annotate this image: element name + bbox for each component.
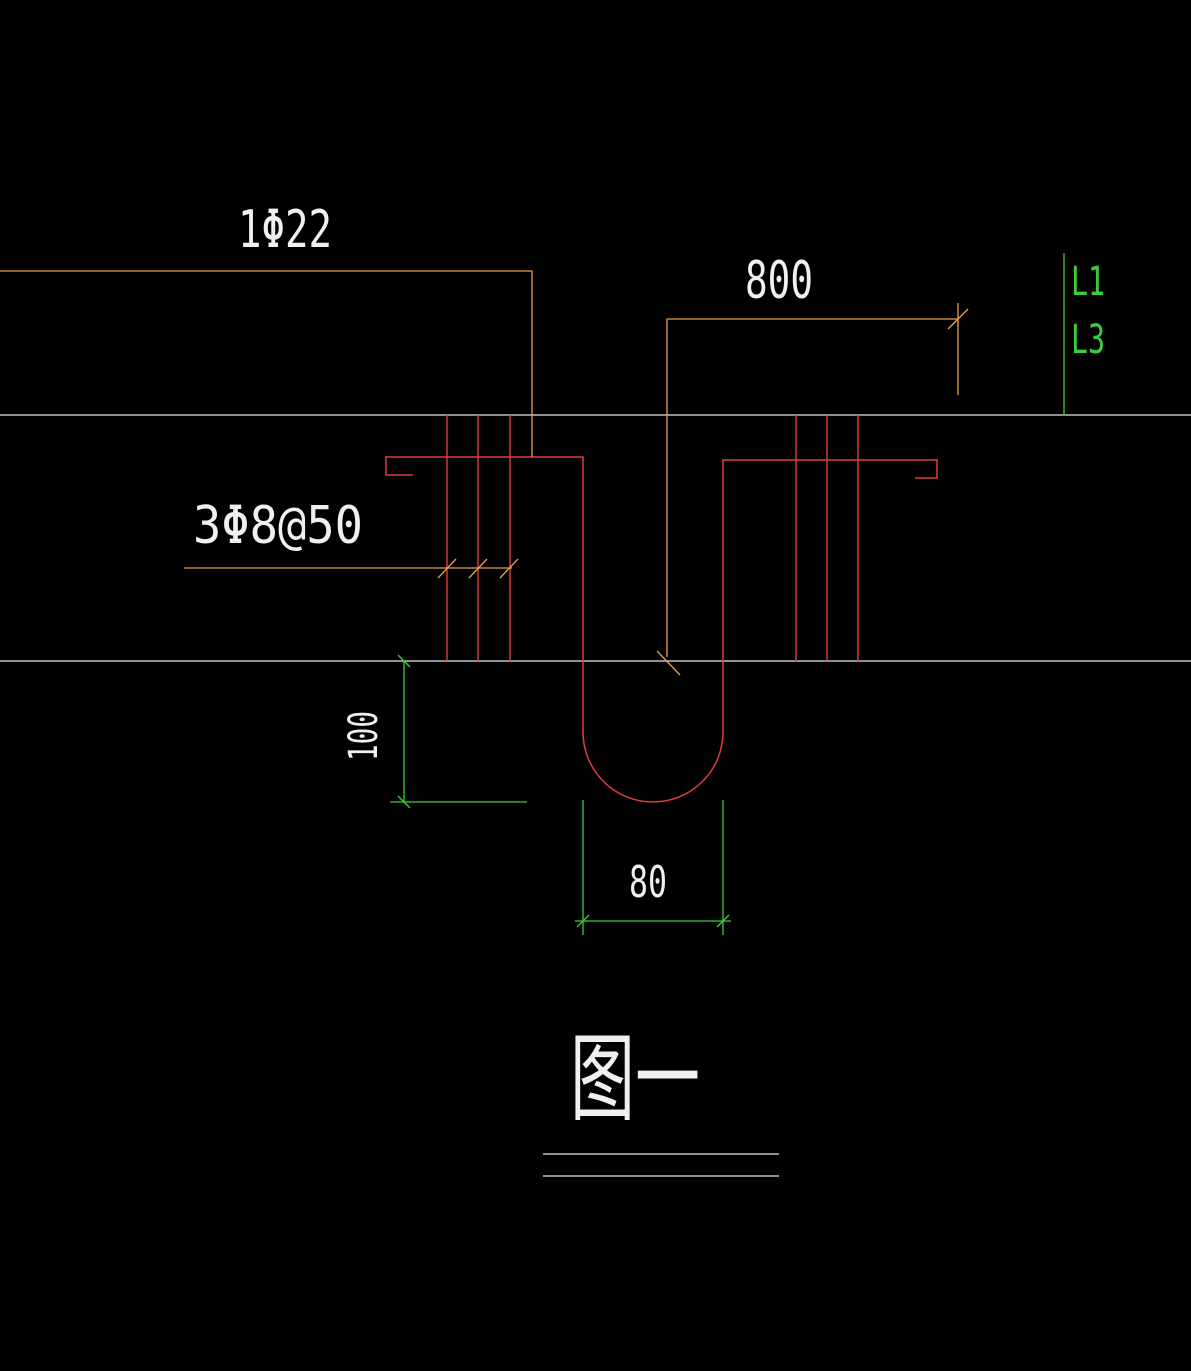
left-vertical-bars: [446, 415, 511, 661]
figure-title: 图一: [570, 1023, 700, 1135]
length-label: 800: [745, 251, 813, 311]
right-vertical-bars: [795, 415, 859, 661]
layer-bottom-label: L3: [1071, 317, 1105, 363]
stirrup-label: 3Φ8@50: [193, 496, 363, 556]
layer-top-label: L1: [1071, 259, 1105, 305]
depth-label: 100: [341, 711, 387, 761]
main-bar-leader: [0, 270, 533, 457]
stirrup-leader: [184, 558, 519, 579]
u-shaped-main-rebar: [385, 456, 938, 803]
length-leader: [656, 303, 969, 676]
depth-dimension: [390, 654, 527, 809]
width-dimension: [575, 800, 731, 935]
title-underline: [543, 1153, 779, 1177]
width-label: 80: [629, 857, 667, 908]
slab-edges: [0, 414, 1191, 662]
main-bar-label: 1Φ22: [238, 200, 332, 260]
